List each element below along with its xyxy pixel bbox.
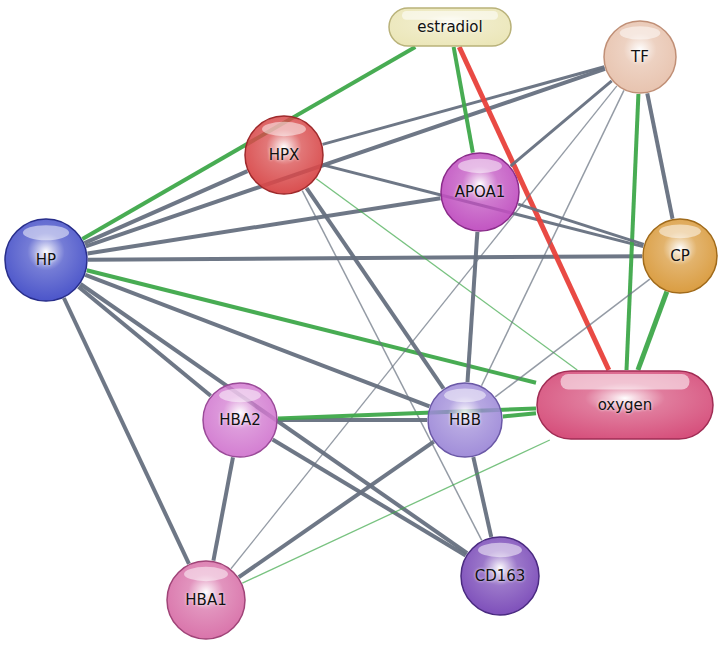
circle-outline <box>441 153 519 231</box>
association-line <box>482 90 624 385</box>
association-line <box>627 94 639 370</box>
node-label: estradiol <box>417 18 482 36</box>
association-line <box>503 413 536 416</box>
circle-outline <box>643 219 717 293</box>
circle-outline <box>167 561 245 639</box>
association-line <box>518 204 644 244</box>
circle-outline <box>604 21 676 93</box>
association-line <box>273 440 466 556</box>
compound-pill: oxygen <box>536 370 714 440</box>
protein-node: TF <box>603 20 677 94</box>
gloss <box>444 388 486 402</box>
node-label: APOA1 <box>455 183 506 201</box>
association-line <box>302 191 481 541</box>
association-line <box>78 287 210 396</box>
gloss <box>23 225 69 240</box>
gloss <box>184 567 228 581</box>
association-line <box>231 86 617 569</box>
gloss <box>561 374 690 389</box>
compound-pill: estradiol <box>388 7 512 47</box>
association-line <box>86 69 605 246</box>
association-line <box>454 47 473 153</box>
association-line <box>638 292 667 370</box>
node-label: HPX <box>269 146 300 164</box>
protein-node: HBA2 <box>202 382 278 458</box>
gloss <box>262 122 306 136</box>
protein-node: CD163 <box>460 536 540 616</box>
protein-node: HBB <box>427 382 503 458</box>
node-label: HBA2 <box>219 411 260 429</box>
association-line <box>511 81 612 166</box>
node-label: CD163 <box>475 567 526 585</box>
circle-outline <box>245 116 323 194</box>
protein-node: HBA1 <box>166 560 246 640</box>
association-line <box>239 442 434 577</box>
gloss <box>620 26 661 39</box>
association-line <box>467 232 477 382</box>
gloss <box>219 388 261 402</box>
circle-outline <box>203 383 277 457</box>
node-label: HP <box>36 251 56 269</box>
protein-node: HPX <box>244 115 324 195</box>
gloss <box>659 224 701 238</box>
circle-outline <box>5 219 87 301</box>
protein-node: APOA1 <box>440 152 520 232</box>
association-line <box>80 284 467 553</box>
node-label: HBA1 <box>185 591 226 609</box>
node-label: HBB <box>449 411 481 429</box>
gloss <box>478 543 522 557</box>
circle-outline <box>428 383 502 457</box>
association-line <box>87 198 440 253</box>
association-line <box>213 457 233 560</box>
pill-outline <box>537 371 713 439</box>
node-label: TF <box>631 48 649 66</box>
association-line <box>647 93 672 218</box>
gloss <box>458 159 502 173</box>
protein-node: CP <box>642 218 718 294</box>
association-line <box>64 298 189 564</box>
circle-outline <box>461 537 539 615</box>
node-label: oxygen <box>598 396 653 414</box>
node-label: CP <box>670 247 690 265</box>
pill-outline <box>389 8 511 46</box>
association-line <box>307 188 444 389</box>
protein-node: HP <box>4 218 88 302</box>
